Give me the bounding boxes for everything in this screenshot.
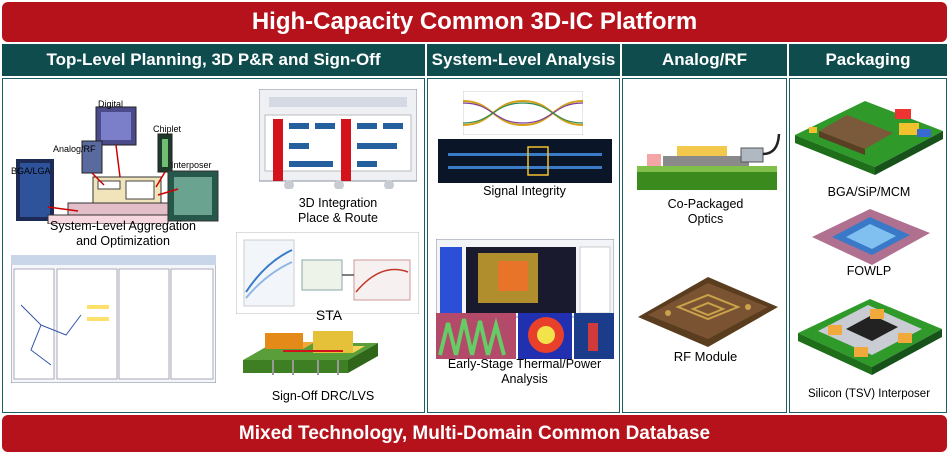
label-chiplet: Chiplet [153,124,182,134]
panel-system: Signal Integrity Early-Stage Thermal/Pow… [427,78,620,413]
caption-drc: Sign-Off DRC/LVS [271,389,375,403]
caption-aggregation: System-Level Aggregation and Optimizatio… [50,219,196,248]
panel-planning: Digital Analog/RF Chiplet Interposer BGA… [2,78,425,413]
bga-sip-mcm-illustration [795,101,943,175]
drc-lvs-illustration [243,331,378,375]
signal-layout [438,139,612,183]
place-route-illustration [259,89,417,189]
label-analog-rf: Analog/RF [53,144,96,154]
header-planning: Top-Level Planning, 3D P&R and Sign-Off [2,44,425,76]
software-window-screenshot [11,255,216,383]
label-digital: Digital [98,99,124,109]
caption-rf: RF Module [673,349,738,364]
caption-tsv: Silicon (TSV) Interposer [807,388,931,400]
header-packaging: Packaging [789,44,947,76]
tsv-interposer-illustration [798,299,942,375]
caption-bga: BGA/SiP/MCM [827,185,911,199]
footer-banner: Mixed Technology, Multi-Domain Common Da… [2,415,947,452]
rf-module-illustration [638,277,778,347]
sta-illustration [236,232,419,314]
label-interposer: Interposer [171,160,212,170]
aggregation-illustration [16,106,219,224]
caption-signal: Signal Integrity [483,184,566,198]
co-packaged-optics-illustration [637,134,781,190]
fowlp-illustration [812,209,930,265]
header-system: System-Level Analysis [427,44,620,76]
caption-integration: 3D Integration Place & Route [298,196,378,225]
caption-optics: Co-Packaged Optics [667,197,744,226]
header-analog: Analog/RF [622,44,787,76]
eye-diagram [463,91,583,135]
panel-packaging: BGA/SiP/MCM FOWLP Silicon (TSV) Interpos… [789,78,947,413]
caption-sta: STA [315,307,343,323]
caption-thermal: Early-Stage Thermal/Power Analysis [447,357,602,386]
label-bga-lga: BGA/LGA [11,166,51,176]
platform-title: High-Capacity Common 3D-IC Platform [2,2,947,42]
thermal-analysis-screenshot [436,239,614,359]
caption-fowlp: FOWLP [846,264,892,278]
panel-analog: Co-Packaged Optics RF Module [622,78,787,413]
